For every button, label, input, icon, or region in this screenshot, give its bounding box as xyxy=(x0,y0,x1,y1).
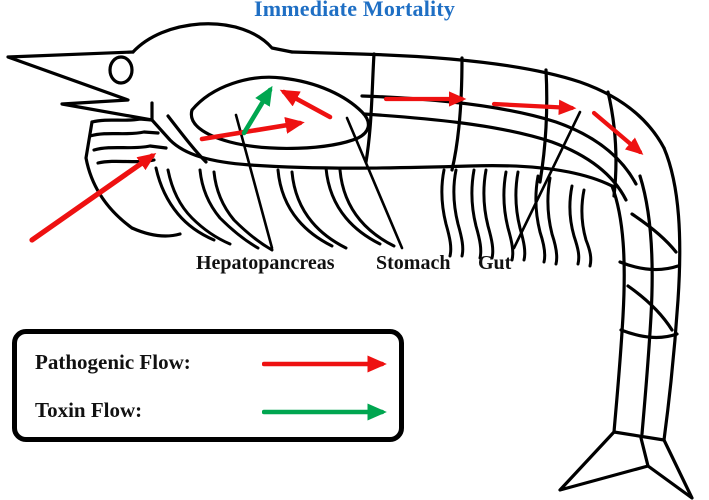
dorsal-outline xyxy=(290,50,666,150)
legend-box: Pathogenic Flow: Toxin Flow: xyxy=(12,329,404,442)
gill-bottom-margin xyxy=(130,226,182,238)
segment-line-1 xyxy=(364,52,376,164)
organ-label-gut: Gut xyxy=(478,252,512,274)
organ-label-stomach: Stomach xyxy=(376,252,451,274)
pathogenic-arrow-entry xyxy=(29,152,157,243)
leg-3-lower xyxy=(290,170,348,250)
leg-3-upper xyxy=(276,168,334,248)
pleopod-2b xyxy=(482,168,495,260)
legend-item-toxin: Toxin Flow: xyxy=(17,392,399,432)
leg-4-lower xyxy=(338,168,396,248)
gill-left-margin xyxy=(84,120,134,230)
tail-segment-arc-3 xyxy=(630,212,678,254)
pathogenic-arrow-tail xyxy=(591,110,644,155)
leader-line-stomach xyxy=(345,116,404,250)
tail-segment-arc-4 xyxy=(626,284,674,332)
carapace-dome xyxy=(131,22,294,54)
pleopod-1b xyxy=(452,168,465,258)
pleopods xyxy=(440,168,593,268)
tail-segment-arc-1 xyxy=(618,260,680,272)
pleopod-3a xyxy=(502,170,515,262)
toxin-arrow-hepatopancreas xyxy=(241,85,273,136)
leg-1-lower xyxy=(166,168,232,246)
carapace-rear-rim xyxy=(166,114,208,164)
leg-1-upper xyxy=(154,166,216,242)
segment-line-3 xyxy=(538,68,549,184)
leader-line-gut xyxy=(512,110,582,250)
walking-legs xyxy=(154,166,396,252)
hepatopancreas-organ xyxy=(189,75,370,150)
legend-label-pathogenic: Pathogenic Flow: xyxy=(35,350,191,374)
page-title: Immediate Mortality xyxy=(253,0,456,21)
gill-plate-3 xyxy=(92,144,168,152)
legend-label-toxin: Toxin Flow: xyxy=(35,398,143,422)
pleopod-5a xyxy=(568,184,581,266)
pleopod-4b xyxy=(546,176,559,266)
leg-2-lower xyxy=(212,170,274,252)
toxin-flow-arrows xyxy=(241,85,273,136)
pathogenic-arrow-hepatopancreas xyxy=(199,116,305,142)
gill-plate-2 xyxy=(88,130,160,138)
gill-plate-1 xyxy=(90,117,154,124)
pleopod-1a xyxy=(440,168,453,258)
gut-tube-upper xyxy=(360,94,638,186)
telson-left-blade xyxy=(558,430,650,492)
pleopod-4a xyxy=(534,174,547,264)
tail-inner-edge xyxy=(610,184,626,434)
telson-right-blade xyxy=(646,438,694,500)
leg-4-upper xyxy=(324,166,382,246)
shrimp-body-outline xyxy=(6,22,694,500)
legend-arrow-red-icon xyxy=(262,355,387,373)
leader-line-hepatopancreas xyxy=(234,113,274,250)
eye xyxy=(108,55,134,85)
legend-arrow-green-icon xyxy=(262,403,387,421)
label-leader-lines xyxy=(234,110,582,250)
gut-tube-lower xyxy=(362,112,628,202)
telson-center-rib xyxy=(639,436,650,468)
pathogenic-arrow-gut-2 xyxy=(491,99,577,116)
organ-label-hepatopancreas: Hepatopancreas xyxy=(196,252,335,274)
telson-base xyxy=(612,430,666,442)
tail-mid-crease xyxy=(638,174,654,436)
leg-2-upper xyxy=(198,168,260,250)
pleopod-2a xyxy=(470,168,483,260)
tail-segment-arc-2 xyxy=(619,328,679,340)
segment-line-4 xyxy=(606,90,618,198)
segment-line-2 xyxy=(450,56,464,172)
pleopod-5b xyxy=(580,188,593,268)
pathogenic-arrow-upward xyxy=(279,89,333,120)
legend-item-pathogenic: Pathogenic Flow: xyxy=(17,344,399,384)
rostrum xyxy=(6,50,154,122)
tail-outer-edge xyxy=(662,146,682,442)
pathogenic-flow-arrows xyxy=(29,89,644,243)
pleopod-3b xyxy=(514,170,527,262)
